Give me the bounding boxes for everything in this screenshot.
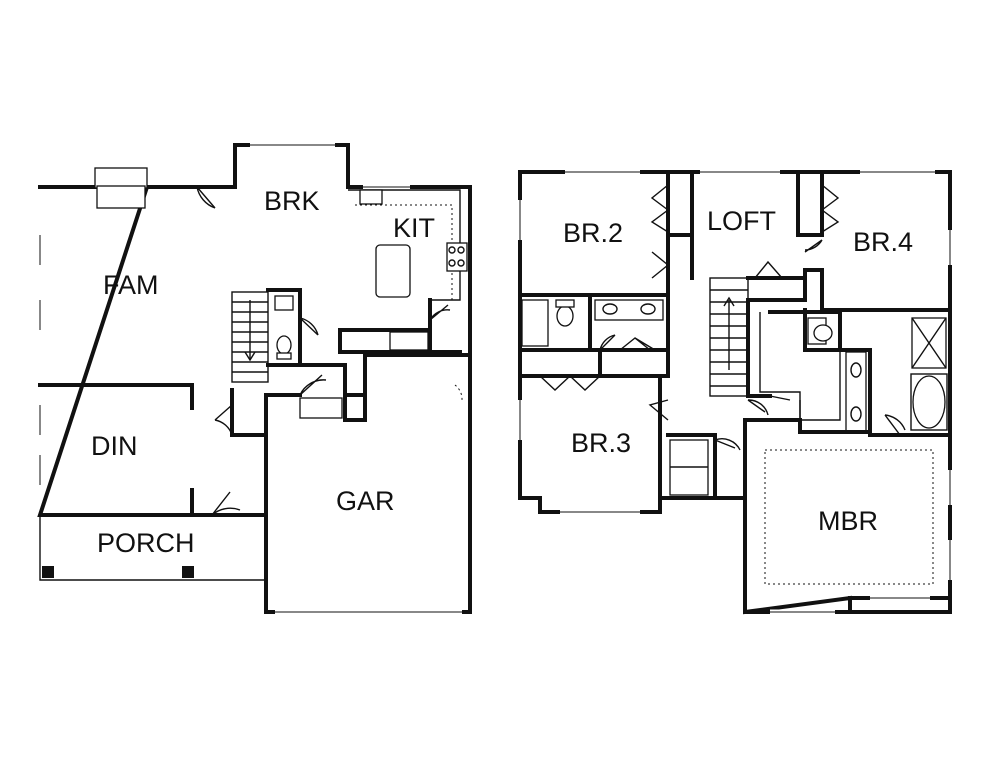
din-partition [38, 383, 194, 410]
hall-toilet-tank [555, 299, 575, 308]
hall-bathtub [521, 299, 549, 347]
br2-closet [666, 170, 694, 237]
mbr-walls [743, 418, 872, 434]
room-label-kit: KIT [393, 213, 435, 243]
kitchen-island [375, 244, 411, 298]
porch-outline [39, 515, 265, 581]
hall-vanity [594, 299, 664, 321]
garage-north-wall [343, 353, 472, 422]
room-label-din: DIN [91, 431, 138, 461]
master-bath [803, 308, 952, 437]
room-label-porch: PORCH [97, 528, 195, 558]
master-vanity [845, 351, 867, 433]
powder-sink [274, 295, 294, 311]
kitchen-sink [359, 189, 383, 205]
room-label-br4: BR.4 [853, 227, 913, 257]
porch-column [182, 566, 194, 578]
fireplace [94, 167, 148, 189]
master-tub [912, 375, 946, 429]
br4-walls [803, 268, 952, 312]
room-label-gar: GAR [336, 486, 395, 516]
powder-toilet-tank [276, 352, 292, 360]
fireplace-hearth [96, 185, 146, 209]
first-floor-stairs [231, 291, 269, 383]
porch-column [42, 566, 54, 578]
closet-door [214, 404, 233, 436]
coat-closet [230, 388, 268, 437]
second-floor [517, 169, 953, 615]
room-label-brk: BRK [264, 186, 320, 216]
room-label-loft: LOFT [707, 206, 776, 236]
powder-toilet [276, 335, 292, 355]
hall-toilet [556, 305, 574, 327]
mbr-tray-ceiling [764, 449, 934, 585]
front-door [211, 491, 241, 516]
room-label-br3: BR.3 [571, 428, 631, 458]
fam-door [196, 186, 216, 209]
cooktop [446, 242, 468, 272]
mudroom [266, 353, 367, 397]
br4-closet [796, 170, 824, 237]
room-label-br2: BR.2 [563, 218, 623, 248]
room-label-mbr: MBR [818, 506, 878, 536]
pantry [389, 331, 429, 351]
br3-walls [518, 348, 670, 378]
first-floor [37, 142, 472, 615]
room-label-fam: FAM [103, 270, 159, 300]
washer-dryer [299, 397, 343, 419]
